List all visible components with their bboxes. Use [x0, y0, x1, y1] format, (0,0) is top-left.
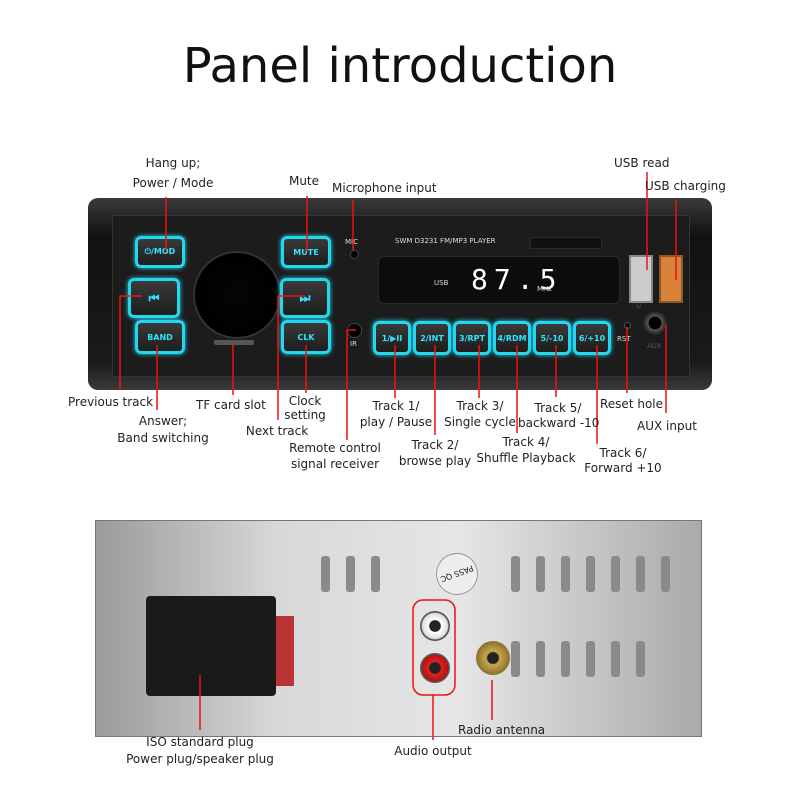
power-mode-button[interactable]: ⏻/MOD: [135, 236, 185, 268]
vent-slot: [511, 641, 520, 677]
connector-latch: [276, 616, 294, 686]
model-label: SWM D3231 FM/MP3 PLAYER: [395, 237, 496, 245]
iso-connector: [146, 596, 276, 696]
label-answer: Answer;: [138, 414, 188, 428]
label-track4a: Track 4/: [502, 435, 550, 449]
label-track3b: Single cycle: [444, 415, 516, 429]
tf-card-slot: [214, 340, 254, 345]
label-microphone-input: Microphone input: [332, 181, 437, 195]
label-track2b: browse play: [398, 454, 472, 468]
label-aux-input: AUX input: [637, 419, 697, 433]
label-signal-receiver: signal receiver: [290, 457, 380, 471]
track-2-button[interactable]: 2/INT: [413, 321, 451, 355]
vent-slot: [371, 556, 380, 592]
label-usb-charging: USB charging: [645, 179, 726, 193]
microphone-hole: [350, 250, 359, 259]
aux-label: AUX: [647, 342, 662, 350]
usb-charging-port[interactable]: [659, 255, 683, 303]
band-button[interactable]: BAND: [135, 320, 185, 354]
ir-label: IR: [350, 340, 357, 348]
label-track5a: Track 5/: [534, 401, 582, 415]
label-audio-output: Audio output: [394, 744, 472, 758]
label-reset-hole: Reset hole: [600, 397, 663, 411]
label-previous-track: Previous track: [68, 395, 154, 409]
vent-slot: [511, 556, 520, 592]
vent-slot: [636, 556, 645, 592]
track-6-button[interactable]: 6/+10: [573, 321, 611, 355]
label-track1a: Track 1/: [372, 399, 420, 413]
frequency-unit: MHz: [537, 285, 552, 293]
volume-knob[interactable]: [193, 251, 281, 339]
rca-red-jack: [420, 653, 450, 683]
antenna-socket: [476, 641, 510, 675]
label-clock: Clock: [288, 394, 322, 408]
label-mute: Mute: [288, 174, 320, 188]
radio-back-panel: PASS QC: [95, 520, 702, 737]
label-remote-control: Remote control: [289, 441, 381, 455]
vent-slot: [346, 556, 355, 592]
label-iso-plug: ISO standard plug: [146, 735, 254, 749]
next-track-button[interactable]: ⏭: [280, 278, 330, 318]
vent-slot: [561, 556, 570, 592]
mic-label: MIC: [345, 238, 358, 246]
vent-slot: [586, 641, 595, 677]
label-track6b: Forward +10: [584, 461, 662, 475]
track-3-button[interactable]: 3/RPT: [453, 321, 491, 355]
track-1-button[interactable]: 1/▶II: [373, 321, 411, 355]
cd-slot: [530, 237, 602, 249]
frequency-readout: 87.5: [471, 263, 563, 296]
track-5-button[interactable]: 5/-10: [533, 321, 571, 355]
mute-button[interactable]: MUTE: [281, 236, 331, 268]
label-track1b: play / Pause: [359, 415, 433, 429]
vent-slot: [661, 556, 670, 592]
label-power-mode: Power / Mode: [132, 176, 214, 190]
vent-slot: [636, 641, 645, 677]
label-next-track: Next track: [245, 424, 309, 438]
vent-slot: [561, 641, 570, 677]
source-indicator: USB: [434, 279, 449, 287]
label-track5b: backward -10: [518, 416, 600, 430]
usb-read-port[interactable]: [629, 255, 653, 303]
label-power-speaker-plug: Power plug/speaker plug: [126, 752, 274, 766]
previous-track-button[interactable]: ⏮: [128, 278, 180, 318]
vent-slot: [611, 641, 620, 677]
vent-slot: [611, 556, 620, 592]
label-track4b: Shuffle Playback: [476, 451, 576, 465]
aux-jack[interactable]: [643, 311, 667, 335]
label-track6a: Track 6/: [599, 446, 647, 460]
label-setting: setting: [284, 408, 326, 422]
label-hang-up: Hang up;: [145, 156, 201, 170]
vent-slot: [586, 556, 595, 592]
rca-white-jack: [420, 611, 450, 641]
vent-slot: [536, 641, 545, 677]
label-track3a: Track 3/: [456, 399, 504, 413]
lcd-display: USB 87.5 MHz: [378, 256, 620, 304]
usb-mark: U: [636, 302, 642, 310]
label-radio-antenna: Radio antenna: [458, 723, 546, 737]
label-tf-card-slot: TF card slot: [196, 398, 266, 412]
vent-slot: [321, 556, 330, 592]
label-track2a: Track 2/: [411, 438, 459, 452]
vent-slot: [536, 556, 545, 592]
track-4-button[interactable]: 4/RDM: [493, 321, 531, 355]
rst-label: RST: [617, 335, 631, 343]
page-title: Panel introduction: [182, 38, 618, 94]
label-band-switching: Band switching: [117, 431, 209, 445]
label-usb-read: USB read: [614, 156, 670, 170]
